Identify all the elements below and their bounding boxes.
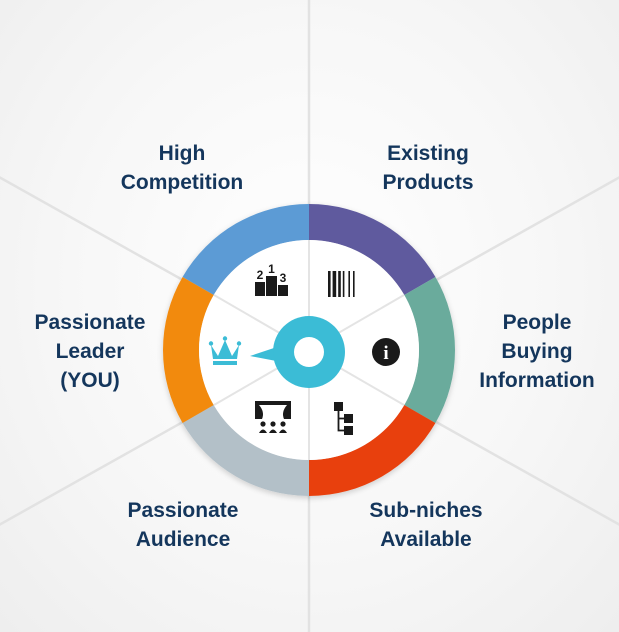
info-icon-circle <box>372 338 400 366</box>
podium-label-first: 1 <box>268 262 275 276</box>
podium-block-first <box>266 276 277 296</box>
podium-label-third: 3 <box>280 271 287 285</box>
label-line: Leader <box>55 340 125 363</box>
crown-icon <box>208 336 242 365</box>
crown-jewel-center <box>222 336 228 341</box>
label-line: Buying <box>501 340 573 363</box>
crown-jewel-left <box>208 341 214 346</box>
hierarchy-icon <box>334 402 353 435</box>
label-line: Passionate <box>127 499 239 522</box>
label-line: Audience <box>135 528 231 551</box>
tree-node-bottom <box>344 426 353 435</box>
label-line: Sub-niches <box>369 499 483 522</box>
label-people-buying-information: People Buying Information <box>457 308 617 395</box>
tree-node-top <box>334 402 343 411</box>
barcode-bar <box>342 271 345 297</box>
label-line: (YOU) <box>60 369 120 392</box>
ring-segment-high-competition <box>182 204 309 295</box>
crown-band <box>213 361 237 365</box>
label-passionate-audience: Passionate Audience <box>93 496 273 554</box>
barcode-bar <box>353 271 355 297</box>
audience-screen <box>255 401 291 419</box>
label-high-competition: High Competition <box>92 139 272 197</box>
barcode-bar <box>332 271 337 297</box>
podium-icon: 2 1 3 <box>255 262 288 296</box>
center-donut-hole <box>294 337 324 367</box>
audience-curtains <box>259 405 287 419</box>
label-line: Existing <box>387 142 469 165</box>
label-line: Products <box>382 171 474 194</box>
label-line: Information <box>479 369 595 392</box>
label-line: High <box>158 142 206 165</box>
tree-connector <box>337 411 344 432</box>
tree-node-middle <box>344 414 353 423</box>
label-line: Available <box>380 528 472 551</box>
label-passionate-leader: Passionate Leader (YOU) <box>10 308 170 395</box>
audience-head-2 <box>270 421 276 427</box>
audience-head-1 <box>260 421 266 427</box>
label-line: People <box>502 311 572 334</box>
barcode-bar <box>348 271 350 297</box>
center-bubble <box>250 316 345 388</box>
audience-icon <box>255 401 291 433</box>
ring <box>163 204 455 496</box>
podium-label-second: 2 <box>257 268 264 282</box>
info-icon-glyph: i <box>383 343 388 364</box>
podium-block-third <box>278 285 288 296</box>
ring-segment-passionate-audience <box>182 405 309 496</box>
ring-segment-people-buying-info <box>404 277 455 423</box>
crown-shape <box>211 340 239 359</box>
ring-segment-existing-products <box>309 204 436 295</box>
barcode-bar <box>328 271 331 297</box>
crown-jewel-right <box>236 341 242 346</box>
podium-block-second <box>255 282 265 296</box>
ring-segment-passionate-leader <box>163 277 214 423</box>
label-line: Passionate <box>34 311 146 334</box>
audience-head-3 <box>280 421 286 427</box>
label-existing-products: Existing Products <box>338 139 518 197</box>
barcode-icon <box>328 271 355 297</box>
label-sub-niches-available: Sub-niches Available <box>336 496 516 554</box>
barcode-bar <box>338 271 341 297</box>
label-line: Competition <box>120 171 244 194</box>
info-icon: i <box>372 338 400 366</box>
audience-bodies <box>259 429 287 433</box>
ring-segment-sub-niches <box>309 405 436 496</box>
